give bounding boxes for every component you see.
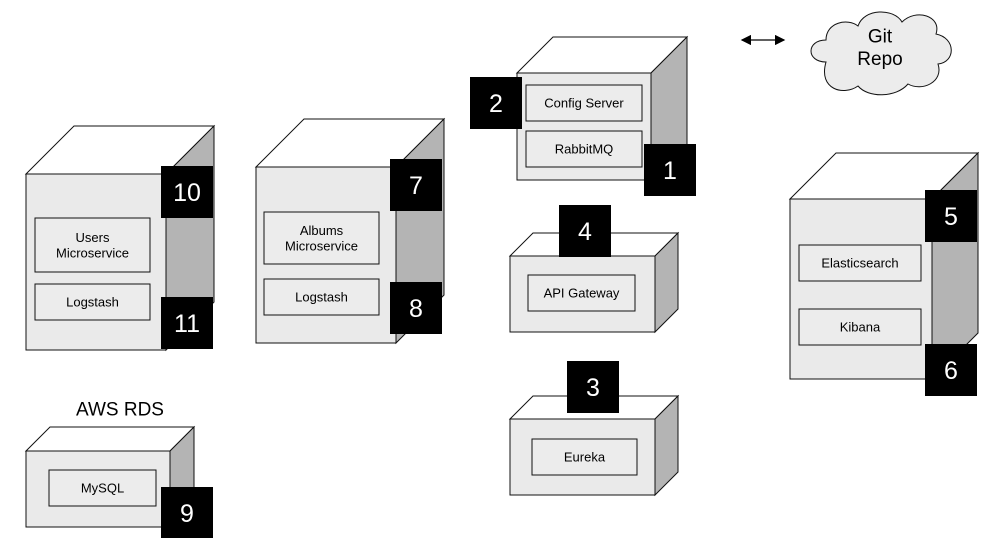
mysql-component-box: [48, 469, 157, 507]
step-badge-6: 6: [925, 344, 977, 396]
config-server-label: Config Server: [544, 96, 624, 111]
step-badge-9: 9: [161, 487, 213, 538]
kibana-component-box: [798, 308, 922, 346]
step-badge-11: 11: [161, 297, 213, 349]
rds-box-top-face: [24, 426, 196, 452]
logstash-component-box: [263, 278, 380, 316]
step-badge-7-bg: [390, 159, 442, 211]
logstash-label: Logstash: [295, 290, 348, 305]
step-badge-5-label: 5: [944, 203, 958, 231]
mysql-component: MySQL: [48, 469, 157, 507]
step-badge-6-bg: [925, 344, 977, 396]
step-badge-9-bg: [161, 487, 213, 538]
step-badge-9-label: 9: [180, 500, 194, 528]
step-badge-1-bg: [644, 144, 696, 196]
elk-box-front-face: [789, 198, 933, 380]
cloud-shape-icon: [810, 11, 952, 96]
config-server-component-box: [525, 84, 643, 122]
elasticsearch-component-box: [798, 244, 922, 282]
rabbitmq-component-box: [525, 130, 643, 168]
api-gateway-label: API Gateway: [544, 286, 620, 301]
api-gateway-component: API Gateway: [527, 274, 636, 312]
step-badge-7: 7: [390, 159, 442, 211]
step-badge-3-label: 3: [586, 374, 600, 402]
rabbitmq-component: RabbitMQ: [525, 130, 643, 168]
rds-server-box: MySQL 9 AWS RDS: [24, 400, 213, 538]
step-badge-4-label: 4: [578, 218, 592, 246]
elasticsearch-label: Elasticsearch: [821, 256, 898, 271]
step-badge-10: 10: [161, 166, 213, 218]
eureka-component-box: [531, 438, 638, 476]
step-badge-4: 4: [559, 205, 611, 257]
step-badge-2: 2: [470, 77, 522, 129]
logstash-component: Logstash: [263, 278, 380, 316]
step-badge-6-label: 6: [944, 357, 958, 385]
kibana-label: Kibana: [840, 320, 881, 335]
step-badge-2-bg: [470, 77, 522, 129]
step-badge-11-label: 11: [174, 310, 200, 338]
step-badge-11-bg: [161, 297, 213, 349]
step-badge-8: 8: [390, 282, 442, 334]
config-server-component: Config Server: [525, 84, 643, 122]
step-badge-8-label: 8: [409, 295, 423, 323]
step-badge-4-bg: [559, 205, 611, 257]
logstash-label: Logstash: [66, 295, 119, 310]
api-gateway-component-box: [527, 274, 636, 312]
step-badge-8-bg: [390, 282, 442, 334]
logstash-component: Logstash: [34, 283, 151, 321]
eureka-server-box: Eureka 3: [508, 361, 680, 497]
step-badge-5-bg: [925, 190, 977, 242]
step-badge-3: 3: [567, 361, 619, 413]
gateway-server-box: API Gateway 4: [508, 205, 680, 334]
step-badge-1-label: 1: [663, 157, 677, 185]
eureka-component: Eureka: [531, 438, 638, 476]
step-badge-10-bg: [161, 166, 213, 218]
step-badge-2-label: 2: [489, 90, 503, 118]
albums-microservice-component-box: [263, 211, 380, 265]
kibana-component: Kibana: [798, 308, 922, 346]
step-badge-5: 5: [925, 190, 977, 242]
rds-title: AWS RDS: [76, 400, 164, 421]
logstash-component-box: [34, 283, 151, 321]
elasticsearch-component: Elasticsearch: [798, 244, 922, 282]
mysql-label: MySQL: [81, 481, 124, 496]
step-badge-7-label: 7: [409, 172, 423, 200]
users-microservice-component-box: [34, 217, 151, 273]
rabbitmq-label: RabbitMQ: [555, 142, 614, 157]
step-badge-10-label: 10: [173, 179, 201, 207]
eureka-label: Eureka: [564, 450, 606, 465]
step-badge-1: 1: [644, 144, 696, 196]
step-badge-3-bg: [567, 361, 619, 413]
